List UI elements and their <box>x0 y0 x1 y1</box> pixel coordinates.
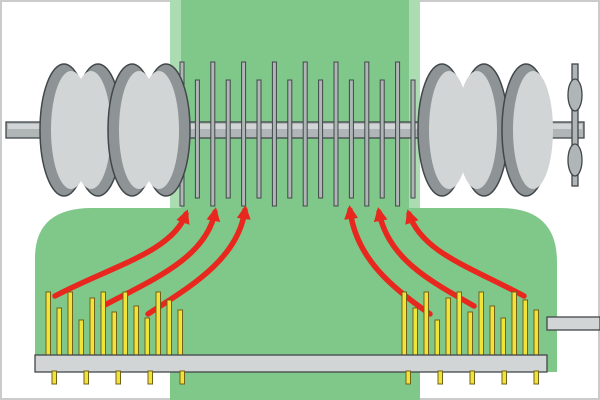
rotor-discs-right <box>417 63 553 197</box>
air-nozzle <box>133 305 139 359</box>
nozzle-stub <box>501 370 507 385</box>
air-nozzle <box>100 291 106 359</box>
rotor-tine <box>379 79 385 199</box>
drive-link-bar <box>571 63 579 187</box>
rotor-tine <box>256 79 262 199</box>
rotor-tine <box>333 61 339 207</box>
air-nozzle <box>467 311 473 359</box>
airflow-arrow <box>145 205 251 317</box>
rotor-tine <box>395 61 401 207</box>
airflow-arrow <box>405 209 527 299</box>
rotor-tine <box>410 79 416 199</box>
air-nozzle <box>456 291 462 359</box>
airflow-arrow <box>52 209 190 299</box>
airflow-arrow <box>100 207 221 309</box>
air-nozzle <box>401 291 407 359</box>
nozzle-stubs <box>51 370 539 385</box>
rotor-disc-face <box>71 71 111 189</box>
air-nozzle <box>434 319 440 359</box>
air-nozzle <box>144 317 150 359</box>
nozzle-stub <box>533 370 539 385</box>
air-nozzle <box>445 297 451 359</box>
rotor-tine <box>271 61 277 207</box>
air-nozzle <box>111 311 117 359</box>
nozzle-stub <box>405 370 411 385</box>
air-nozzle <box>155 291 161 359</box>
rotor-tine <box>194 79 200 199</box>
rotor-tine <box>302 61 308 207</box>
rotor-tine <box>225 79 231 199</box>
nozzle-stub <box>51 370 57 385</box>
air-nozzle <box>522 299 528 359</box>
rotor-shaft-highlight <box>8 124 582 129</box>
rotor-tine <box>348 79 354 199</box>
rotor-disc-face <box>429 71 469 189</box>
rotor-disc-face <box>457 71 497 189</box>
air-nozzle <box>423 291 429 359</box>
rotor-disc-face <box>139 71 179 189</box>
drive-cam-lower <box>567 143 583 177</box>
air-nozzle <box>177 309 183 359</box>
rotor-tine <box>318 79 324 199</box>
rotor-tine <box>364 61 370 207</box>
rotor-tine <box>287 79 293 199</box>
rotor-disc-face <box>513 71 553 189</box>
air-nozzle <box>89 297 95 359</box>
air-nozzle <box>45 291 51 359</box>
sparger-pipe <box>34 354 548 373</box>
air-nozzle <box>67 291 73 359</box>
rotor-tine <box>241 61 247 207</box>
nozzle-stub <box>437 370 443 385</box>
air-nozzle <box>412 307 418 359</box>
nozzle-stub <box>469 370 475 385</box>
air-nozzle <box>78 319 84 359</box>
rotor-discs-left <box>39 63 191 197</box>
air-nozzle <box>122 291 128 359</box>
nozzle-stub <box>179 370 185 385</box>
air-nozzle <box>56 307 62 359</box>
drive-assembly <box>567 63 583 187</box>
air-nozzle <box>500 317 506 359</box>
outlet-pipe <box>546 316 600 331</box>
drive-cam-upper <box>567 78 583 112</box>
rotor-tine <box>210 61 216 207</box>
air-nozzle <box>533 309 539 359</box>
air-nozzle <box>511 291 517 359</box>
airflow-arrow <box>344 205 433 317</box>
air-nozzle <box>489 305 495 359</box>
nozzle-stub <box>147 370 153 385</box>
air-nozzle <box>166 299 172 359</box>
air-nozzle <box>478 291 484 359</box>
nozzle-stub <box>83 370 89 385</box>
airflow-arrows <box>52 205 527 317</box>
rotor-tines <box>179 61 416 207</box>
nozzle-stub <box>115 370 121 385</box>
